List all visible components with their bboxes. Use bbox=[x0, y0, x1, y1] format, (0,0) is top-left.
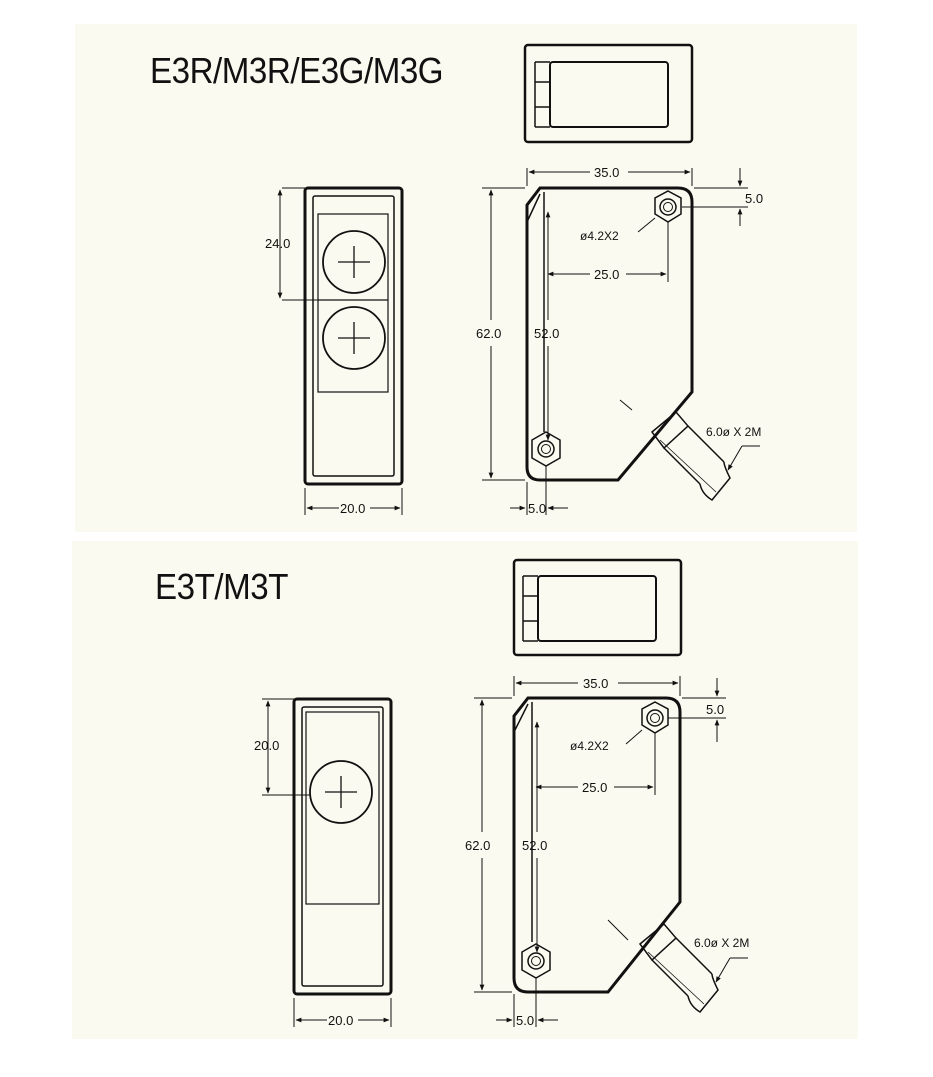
side-top-offset-label-e3r: 5.0 bbox=[745, 191, 763, 206]
side-width-label-e3r: 35.0 bbox=[594, 165, 619, 180]
side-view-e3t bbox=[474, 676, 748, 1027]
side-cable-label-e3t: 6.0ø X 2M bbox=[694, 936, 749, 950]
side-width-label-e3t: 35.0 bbox=[583, 676, 608, 691]
side-bottom-offset-label-e3r: 5.0 bbox=[528, 501, 546, 516]
top-view-e3t bbox=[512, 558, 683, 657]
drawing-panel-e3t bbox=[72, 541, 858, 1039]
side-top-offset-label-e3t: 5.0 bbox=[706, 702, 724, 717]
side-bottom-offset-label-e3t: 5.0 bbox=[516, 1013, 534, 1028]
front-view-e3t bbox=[262, 697, 393, 1027]
side-hole-height-label-e3r: 52.0 bbox=[534, 326, 559, 341]
front-width-label-e3r: 20.0 bbox=[340, 501, 365, 516]
front-height-label-e3t: 20.0 bbox=[254, 738, 279, 753]
side-cable-label-e3r: 6.0ø X 2M bbox=[706, 425, 761, 439]
top-view-e3r bbox=[523, 43, 694, 144]
drawing-panel-e3r bbox=[75, 24, 857, 532]
model-title-e3t: E3T/M3T bbox=[155, 566, 288, 607]
front-width-label-e3t: 20.0 bbox=[328, 1013, 353, 1028]
front-height-label-e3r: 24.0 bbox=[265, 236, 290, 251]
side-hole-spacing-label-e3r: 25.0 bbox=[594, 267, 619, 282]
side-view-e3r bbox=[482, 168, 760, 515]
side-hole-height-label-e3t: 52.0 bbox=[522, 838, 547, 853]
front-view-e3r bbox=[277, 186, 404, 515]
side-total-height-label-e3r: 62.0 bbox=[476, 326, 501, 341]
side-total-height-label-e3t: 62.0 bbox=[465, 838, 490, 853]
side-hole-label-e3t: ø4.2X2 bbox=[570, 739, 609, 753]
model-title-e3r: E3R/M3R/E3G/M3G bbox=[150, 50, 444, 91]
side-hole-spacing-label-e3t: 25.0 bbox=[582, 780, 607, 795]
side-hole-label-e3r: ø4.2X2 bbox=[580, 229, 619, 243]
